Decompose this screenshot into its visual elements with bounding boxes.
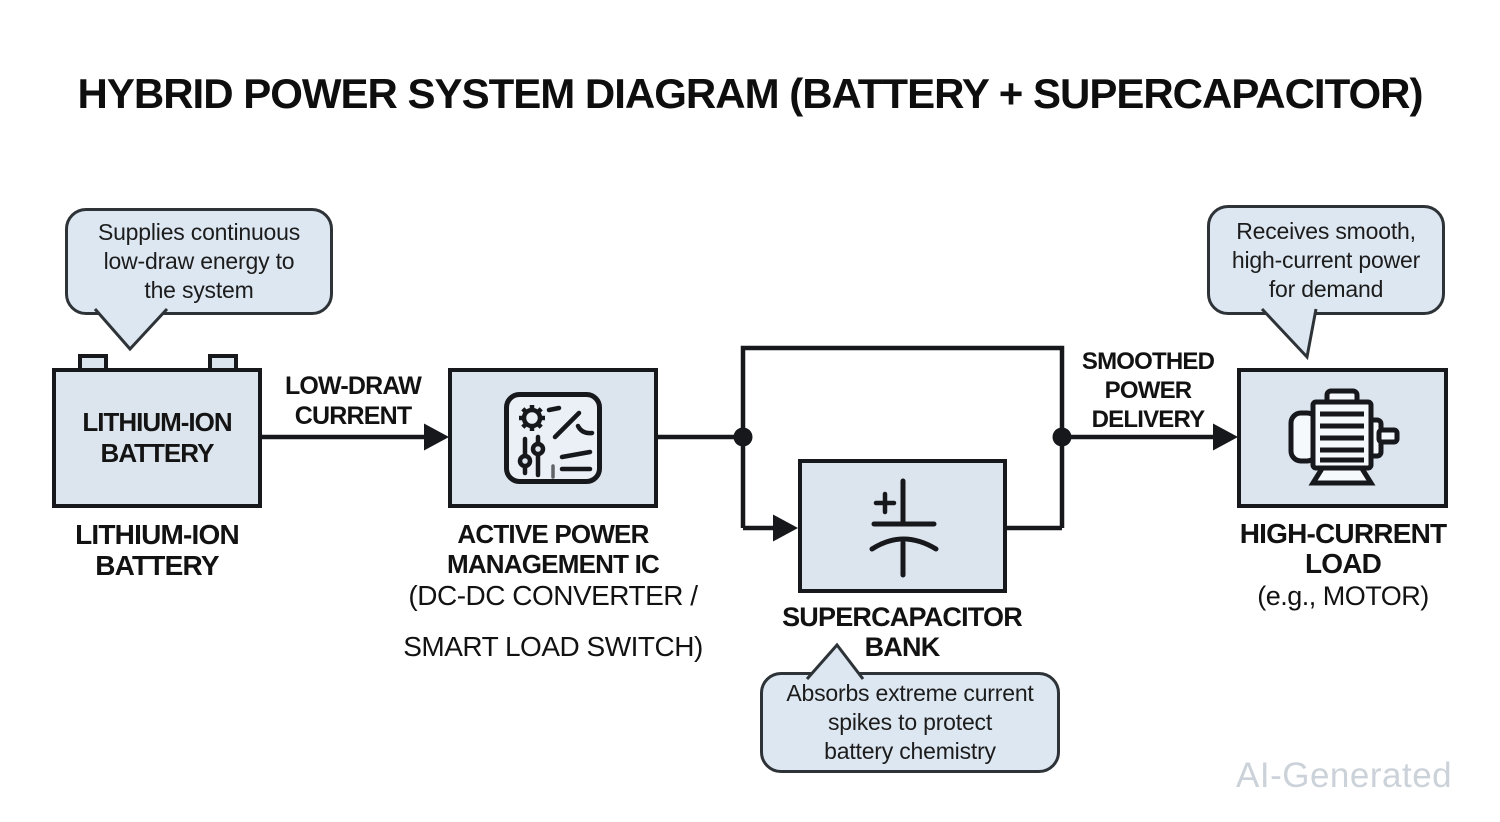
battery-box-label-line2: BATTERY bbox=[100, 438, 215, 468]
battery-terminal-right-icon bbox=[208, 354, 238, 372]
pmic-caption-line3: (DC-DC CONVERTER / bbox=[408, 580, 698, 611]
supercap-note-line1: Absorbs extreme current bbox=[786, 680, 1034, 706]
electric-motor-icon bbox=[1288, 388, 1399, 486]
load-caption: HIGH-CURRENT LOAD (e.g., MOTOR) bbox=[1218, 518, 1468, 612]
supercapacitor-box bbox=[798, 459, 1007, 593]
low-draw-current-label: LOW-DRAW CURRENT bbox=[278, 371, 428, 431]
high-current-load-box bbox=[1237, 368, 1448, 508]
watermark-text: AI-Generated bbox=[1236, 756, 1453, 795]
load-caption-line1: HIGH-CURRENT bbox=[1239, 518, 1447, 549]
battery-caption-line1: LITHIUM-ION bbox=[75, 519, 240, 550]
supercap-note-line2: spikes to protect bbox=[827, 709, 993, 735]
battery-box-label-line1: LITHIUM-ION bbox=[82, 407, 232, 437]
load-note-line1: Receives smooth, bbox=[1236, 217, 1416, 244]
low-draw-label-line2: CURRENT bbox=[294, 402, 412, 430]
arrowhead-into-supercap bbox=[773, 514, 798, 542]
battery-box: LITHIUM-ION BATTERY bbox=[52, 368, 262, 508]
junction-dot-left bbox=[733, 427, 753, 447]
battery-note-line1: Supplies continuous bbox=[97, 219, 301, 245]
battery-note-line2: low-draw energy to bbox=[103, 248, 295, 274]
load-caption-line2: LOAD bbox=[1304, 548, 1382, 579]
smoothed-label-line3: DELIVERY bbox=[1091, 406, 1206, 433]
load-note-line3: for demand bbox=[1268, 275, 1384, 302]
battery-note-bubble: Supplies continuous low-draw energy to t… bbox=[65, 208, 333, 315]
battery-bubble-tail bbox=[93, 307, 169, 352]
supercap-note-bubble: Absorbs extreme current spikes to protec… bbox=[760, 672, 1060, 773]
smoothed-power-delivery-label: SMOOTHED POWER DELIVERY bbox=[1058, 347, 1238, 434]
pmic-caption-line4: SMART LOAD SWITCH) bbox=[403, 631, 703, 662]
power-management-box bbox=[448, 368, 658, 508]
page-title: HYBRID POWER SYSTEM DIAGRAM (BATTERY + S… bbox=[77, 70, 1424, 117]
load-note-bubble: Receives smooth, high-current power for … bbox=[1207, 205, 1445, 315]
load-bubble-tail bbox=[1260, 307, 1318, 361]
supercap-caption-line2: BANK bbox=[864, 632, 941, 662]
smoothed-label-line1: SMOOTHED bbox=[1081, 348, 1215, 375]
battery-caption-line2: BATTERY bbox=[95, 550, 219, 581]
smoothed-label-line2: POWER bbox=[1104, 377, 1192, 404]
battery-caption: LITHIUM-ION BATTERY bbox=[37, 519, 277, 581]
supercap-caption-line1: SUPERCAPACITOR bbox=[782, 602, 1023, 632]
load-caption-line3: (e.g., MOTOR) bbox=[1257, 581, 1429, 611]
polarized-capacitor-icon bbox=[869, 478, 938, 578]
power-management-caption: ACTIVE POWER MANAGEMENT IC (DC-DC CONVER… bbox=[398, 519, 708, 662]
low-draw-label-line1: LOW-DRAW bbox=[284, 372, 422, 400]
supercap-note-line3: battery chemistry bbox=[824, 738, 996, 764]
pmic-caption-line1: ACTIVE POWER bbox=[457, 519, 649, 549]
pmic-caption-line2: MANAGEMENT IC bbox=[446, 549, 660, 579]
load-note-line2: high-current power bbox=[1231, 246, 1421, 273]
supercapacitor-caption: SUPERCAPACITOR BANK bbox=[752, 602, 1052, 662]
battery-terminal-left-icon bbox=[78, 354, 108, 372]
power-management-settings-icon bbox=[504, 392, 602, 484]
battery-note-line3: the system bbox=[144, 277, 254, 303]
